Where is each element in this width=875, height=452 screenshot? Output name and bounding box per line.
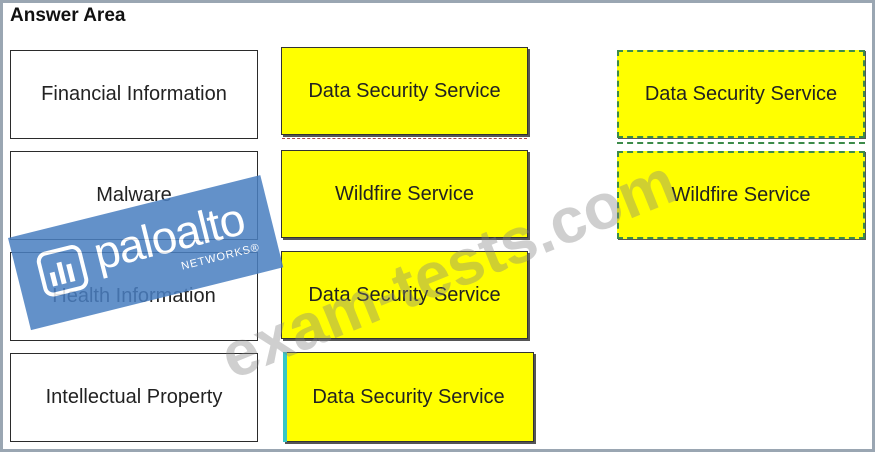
choice-data-security-service[interactable]: Data Security Service <box>617 50 865 138</box>
answer-area-title: Answer Area <box>10 5 126 26</box>
answer-slot-health-information[interactable]: Data Security Service <box>281 251 528 339</box>
label-financial-information: Financial Information <box>10 50 258 139</box>
answer-slot-financial-information[interactable]: Data Security Service <box>281 47 528 135</box>
selection-indicator <box>283 352 287 442</box>
answer-slot-malware[interactable]: Wildfire Service <box>281 150 528 238</box>
answer-slot-intellectual-property[interactable]: Data Security Service <box>283 352 534 442</box>
paloalto-logo-icon <box>34 242 91 299</box>
choice-divider <box>617 142 865 144</box>
label-intellectual-property: Intellectual Property <box>10 353 258 442</box>
answer-divider <box>282 138 527 139</box>
choice-wildfire-service[interactable]: Wildfire Service <box>617 151 865 239</box>
